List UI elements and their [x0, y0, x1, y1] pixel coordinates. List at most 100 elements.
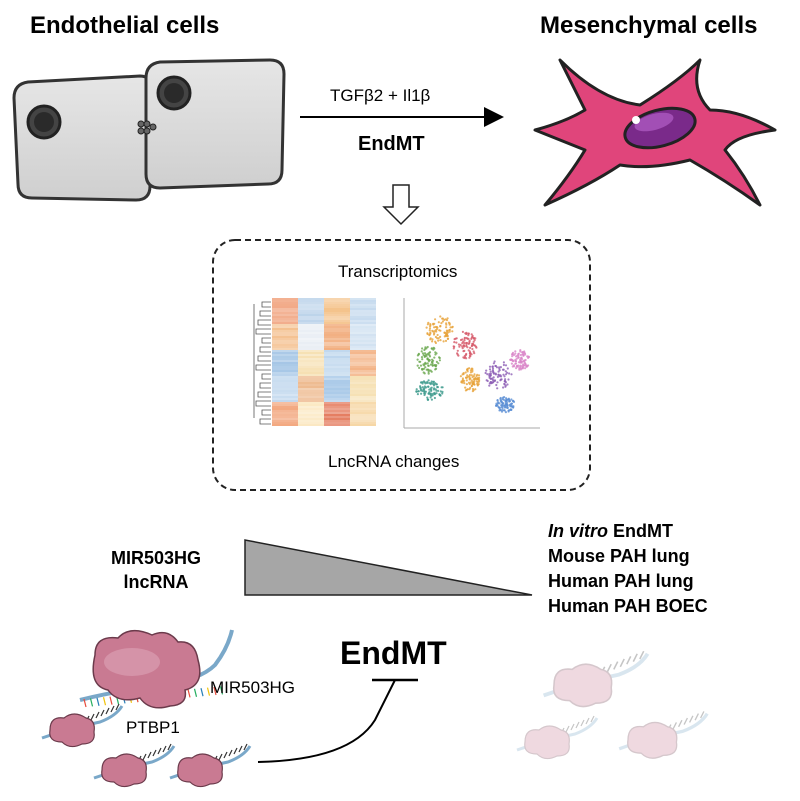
heatmap-cell — [324, 410, 350, 412]
umap-point — [437, 362, 440, 365]
umap-point — [469, 386, 472, 389]
umap-point — [496, 375, 499, 378]
umap-point — [470, 379, 473, 382]
heatmap-cell — [272, 332, 298, 334]
heatmap-cell — [298, 302, 324, 304]
umap-point — [458, 345, 461, 348]
heatmap-cell — [272, 334, 298, 336]
umap-point — [431, 338, 434, 341]
umap-point — [431, 394, 434, 397]
heatmap-cell — [272, 330, 298, 332]
heatmap-cell — [272, 318, 298, 320]
heatmap-cell — [324, 338, 350, 340]
heatmap-cell — [272, 400, 298, 402]
heatmap-cell — [350, 390, 376, 392]
umap-point — [499, 400, 503, 403]
umap-point — [428, 392, 432, 395]
umap-point — [508, 372, 511, 375]
umap-point — [461, 342, 464, 345]
heatmap-cell — [298, 358, 324, 360]
heatmap-cell — [272, 298, 298, 300]
heatmap-cell — [324, 388, 350, 390]
umap-point — [442, 340, 445, 343]
umap-point — [499, 366, 502, 369]
umap-point — [472, 378, 475, 381]
umap-point — [430, 360, 433, 364]
protein-rna-complex — [542, 650, 650, 708]
umap-point — [422, 367, 426, 370]
heatmap-cell — [350, 364, 376, 366]
heatmap-cell — [324, 298, 350, 300]
endothelial-cells-title: Endothelial cells — [30, 12, 220, 39]
umap-point — [497, 401, 500, 404]
dendrogram-branch — [257, 391, 271, 398]
umap-point — [433, 347, 436, 350]
umap-point — [445, 319, 449, 322]
heatmap-cell — [272, 372, 298, 374]
heatmap-cell — [272, 322, 298, 324]
umap-point — [429, 381, 433, 385]
heatmap-cell — [272, 340, 298, 342]
heatmap-cell — [350, 418, 376, 420]
umap-point — [456, 353, 459, 356]
umap-point — [510, 362, 513, 365]
umap-point — [429, 324, 432, 327]
heatmap-cell — [272, 336, 298, 338]
umap-point — [422, 388, 426, 391]
umap-point — [470, 374, 473, 377]
heatmap-cell — [324, 330, 350, 332]
heatmap-cell — [324, 408, 350, 410]
heatmap-cell — [298, 326, 324, 328]
umap-point — [427, 379, 430, 382]
umap-point — [430, 347, 433, 350]
endothelial-cells-illustration — [12, 58, 286, 202]
umap-point — [463, 342, 466, 345]
umap-point — [472, 350, 475, 353]
dendrogram-branch — [257, 355, 271, 362]
endothelial-cell-left — [12, 74, 154, 202]
umap-point — [494, 372, 497, 375]
umap-point — [434, 329, 437, 332]
umap-point — [427, 368, 430, 371]
heatmap-cell — [272, 364, 298, 366]
heatmap-cell — [298, 356, 324, 358]
heatmap-cell — [350, 340, 376, 342]
umap-point — [472, 342, 475, 345]
umap-point — [491, 367, 495, 370]
umap-point — [465, 341, 468, 345]
umap-point — [461, 330, 464, 333]
heatmap-cell — [350, 400, 376, 402]
heatmap-cell — [324, 350, 350, 352]
umap-point — [469, 351, 472, 355]
umap-point — [492, 362, 495, 365]
umap-point — [474, 345, 478, 348]
heatmap-cell — [350, 374, 376, 376]
umap-point — [517, 356, 520, 359]
umap-point — [516, 365, 519, 368]
heatmap-cell — [298, 308, 324, 310]
heatmap-cell — [298, 346, 324, 348]
umap-plot — [403, 298, 540, 429]
umap-point — [439, 390, 442, 393]
heatmap-cell — [298, 376, 324, 378]
umap-point — [436, 385, 439, 389]
heatmap-cell — [272, 358, 298, 360]
umap-point — [471, 387, 475, 391]
umap-point — [507, 398, 510, 401]
heatmap-cell — [350, 332, 376, 334]
umap-point — [510, 402, 513, 405]
heatmap-cell — [272, 308, 298, 310]
heatmap-cell — [350, 338, 376, 340]
rna-base-tick — [200, 688, 204, 697]
rna-base-tick — [102, 697, 107, 706]
umap-point — [441, 317, 444, 320]
umap-point — [416, 358, 419, 361]
umap-point — [433, 356, 436, 359]
heatmap-cell — [350, 406, 376, 408]
heatmap-cell — [298, 380, 324, 382]
heatmap-cell — [350, 408, 376, 410]
heatmap-dendrogram — [253, 301, 271, 425]
umap-point — [471, 335, 474, 338]
dendrogram-branch — [255, 328, 271, 335]
umap-point — [506, 371, 509, 374]
